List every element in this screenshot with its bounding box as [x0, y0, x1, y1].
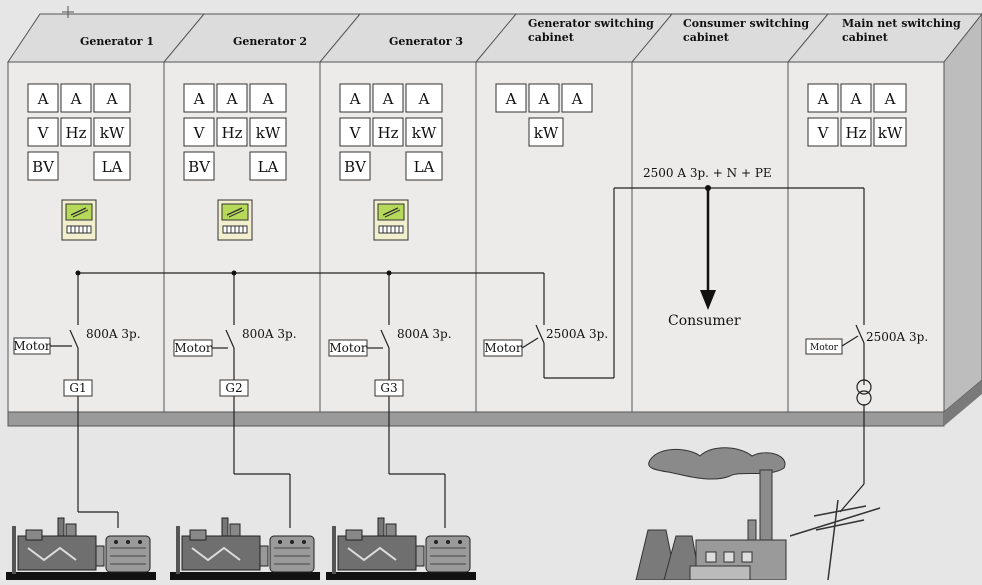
- plinth-side: [944, 380, 982, 426]
- header-consumer-switching-line1: Consumer switching: [683, 17, 809, 30]
- voltmeter-label: V: [349, 124, 362, 142]
- header-generator-switching-line1: Generator switching: [528, 17, 654, 30]
- busbar-rating-label: 2500 A 3p. + N + PE: [643, 166, 772, 180]
- ammeter-label: A: [538, 90, 550, 108]
- generator-2-meter-panel: A A A V Hz kW BV LA: [183, 83, 287, 181]
- generator-set-icon: [169, 517, 321, 581]
- cabinet-plinth: [7, 411, 945, 427]
- generator-label-g2: G2: [225, 381, 242, 395]
- consumer-arrow-icon: [700, 290, 716, 310]
- voltmeter-label: V: [817, 124, 830, 142]
- generator-label-g1: G1: [69, 381, 86, 395]
- motor-label-g3: Motor: [329, 341, 367, 355]
- voltmeter-label: V: [37, 124, 50, 142]
- switch-rating-g3: 800A 3p.: [397, 327, 452, 341]
- ammeter-label: A: [571, 90, 583, 108]
- ammeter-label: A: [37, 90, 49, 108]
- ammeter-label: A: [70, 90, 82, 108]
- switch-rating-generator-switching: 2500A 3p.: [546, 327, 608, 341]
- header-generator-1: Generator 1: [80, 35, 154, 48]
- generator-set-icon: [325, 517, 477, 581]
- ammeter-label: A: [262, 90, 274, 108]
- la-meter-label: LA: [102, 158, 123, 176]
- motor-label-main-net: Motor: [810, 343, 839, 353]
- generator-label-g3: G3: [380, 381, 397, 395]
- power-meter-label: kW: [100, 124, 125, 142]
- power-meter-label: kW: [534, 124, 559, 142]
- consumer-label: Consumer: [668, 313, 741, 329]
- cabinet-top-surface: [7, 13, 982, 63]
- header-generator-2: Generator 2: [233, 35, 307, 48]
- factory-icon: [635, 447, 787, 581]
- section-dividers: [62, 6, 829, 412]
- main-net-meter-panel: A A A V Hz kW: [807, 83, 907, 147]
- motor-label-generator-switching: Motor: [484, 341, 522, 355]
- junction-dots: [75, 185, 711, 276]
- bv-meter-label: BV: [32, 158, 55, 176]
- frequency-meter-label: Hz: [378, 124, 399, 142]
- generator-controller-icon: [217, 199, 253, 241]
- header-consumer-switching-line2: cabinet: [683, 31, 730, 44]
- header-main-net-switching-line2: cabinet: [842, 31, 889, 44]
- bv-meter-label: BV: [344, 158, 367, 176]
- switch-rating-main-net: 2500A 3p.: [866, 330, 928, 344]
- ammeter-label: A: [850, 90, 862, 108]
- ammeter-label: A: [505, 90, 517, 108]
- frequency-meter-label: Hz: [846, 124, 867, 142]
- ammeter-label: A: [226, 90, 238, 108]
- power-meter-label: kW: [878, 124, 903, 142]
- motor-label-g1: Motor: [13, 339, 51, 353]
- ammeter-label: A: [418, 90, 430, 108]
- power-pole-icon: [789, 499, 881, 581]
- frequency-meter-label: Hz: [66, 124, 87, 142]
- header-generator-switching-line2: cabinet: [528, 31, 575, 44]
- voltmeter-label: V: [193, 124, 206, 142]
- switch-rating-g1: 800A 3p.: [86, 327, 141, 341]
- generator-1-meter-panel: A A A V Hz kW BV LA: [27, 83, 131, 181]
- ammeter-label: A: [193, 90, 205, 108]
- header-generator-3: Generator 3: [389, 35, 463, 48]
- ammeter-label: A: [349, 90, 361, 108]
- cabinet-side: [943, 13, 982, 414]
- generator-controller-icon: [373, 199, 409, 241]
- header-main-net-switching-line1: Main net switching: [842, 17, 961, 30]
- ammeter-label: A: [884, 90, 896, 108]
- power-meter-label: kW: [256, 124, 281, 142]
- la-meter-label: LA: [414, 158, 435, 176]
- ammeter-label: A: [382, 90, 394, 108]
- transformer-icon: [856, 379, 872, 406]
- switch-rating-g2: 800A 3p.: [242, 327, 297, 341]
- bv-meter-label: BV: [188, 158, 211, 176]
- generator-controller-icon: [61, 199, 97, 241]
- busbar-wiring: [50, 187, 865, 528]
- generator-switching-meter-panel: A A A kW: [495, 83, 593, 147]
- frequency-meter-label: Hz: [222, 124, 243, 142]
- generator-3-meter-panel: A A A V Hz kW BV LA: [339, 83, 443, 181]
- motor-label-g2: Motor: [174, 341, 212, 355]
- la-meter-label: LA: [258, 158, 279, 176]
- ammeter-label: A: [106, 90, 118, 108]
- power-meter-label: kW: [412, 124, 437, 142]
- ammeter-label: A: [817, 90, 829, 108]
- generator-set-icon: [5, 517, 157, 581]
